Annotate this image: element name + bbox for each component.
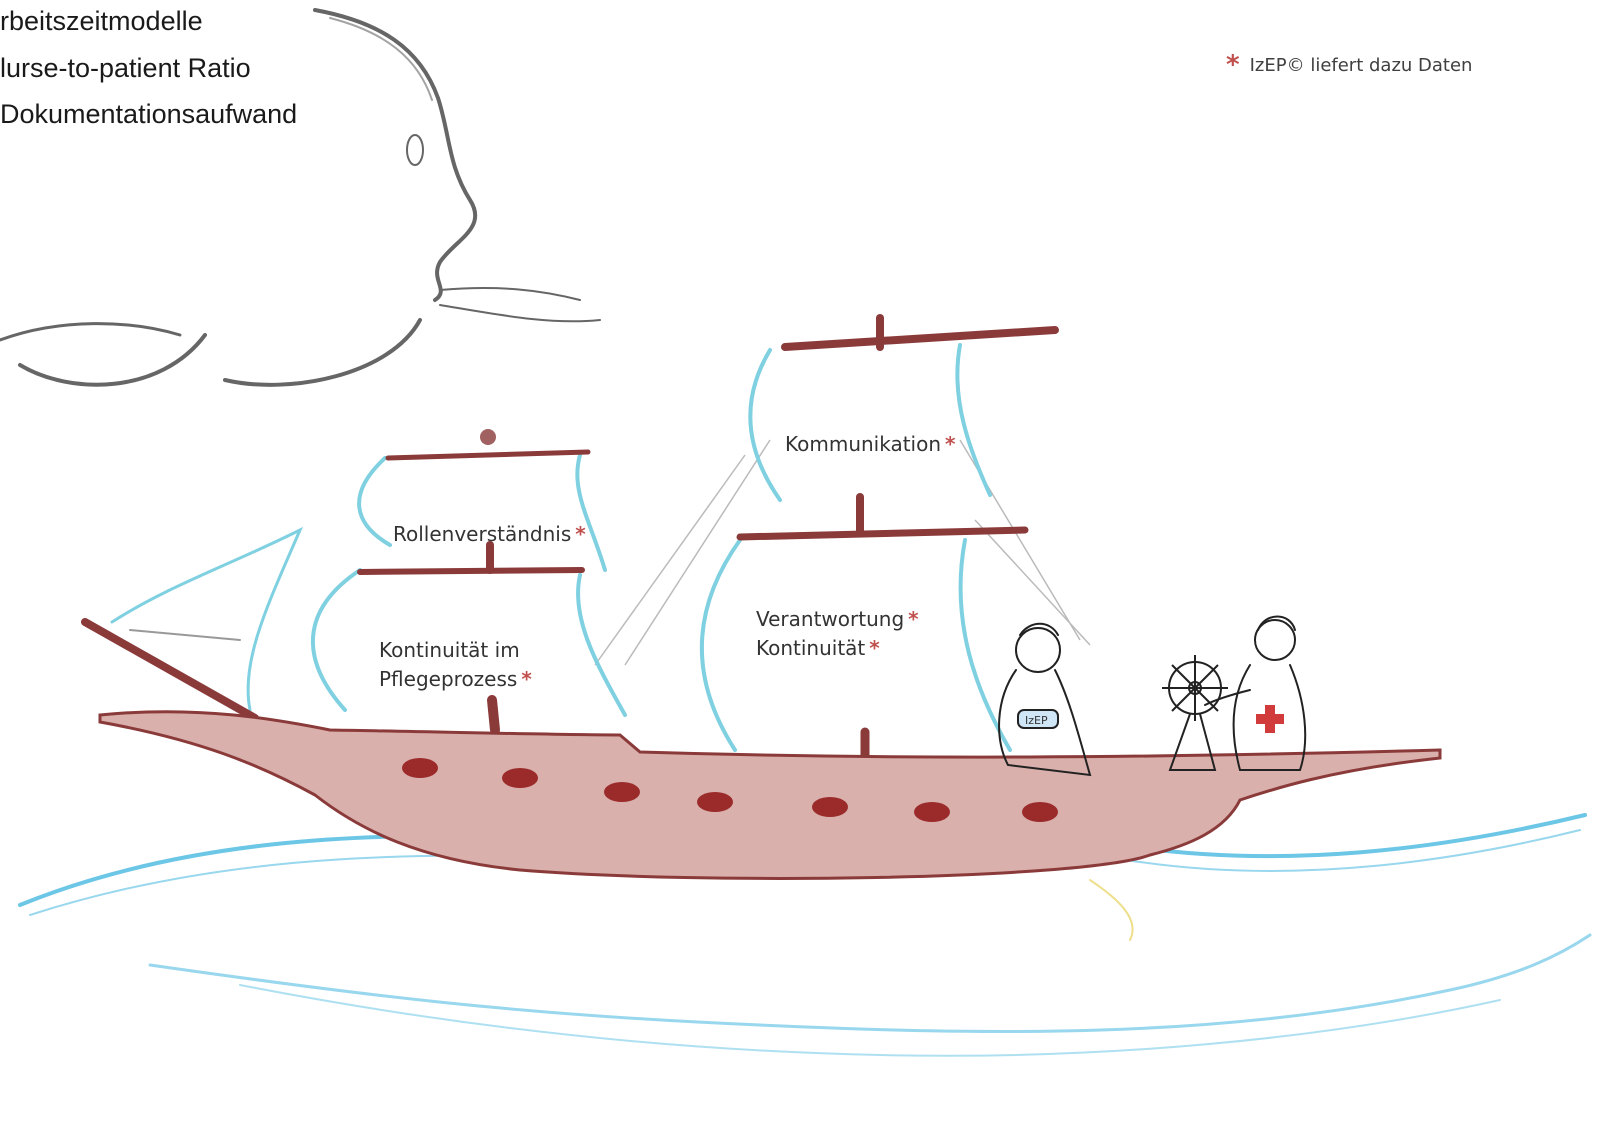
label-pflegeprozess-line2: Pflegeprozess [379, 667, 518, 691]
data-marker: * [869, 636, 880, 660]
legend-marker: * [1226, 50, 1240, 80]
legend-text: IzEP© liefert dazu Daten [1249, 55, 1473, 76]
label-kontinuitaet-text: Kontinuität [756, 636, 866, 660]
legend-note: * IzEP© liefert dazu Daten [1226, 50, 1472, 80]
wind-factor-3: Dokumentationsaufwand [0, 99, 298, 129]
nurse-figure-icon [998, 622, 1092, 777]
lifebuoy-text: IzEP [1025, 714, 1048, 727]
data-marker: * [521, 667, 532, 691]
wind-face-icon [0, 8, 601, 387]
sails [110, 343, 1012, 752]
wind-factor-2: lurse-to-patient Ratio [0, 53, 251, 83]
label-rollenverstaendnis: Rollenverständnis* [393, 520, 586, 549]
label-verantwortung-kontinuitaet: Verantwortung* Kontinuität* [756, 605, 919, 663]
wind-factor-1: rbeitszeitmodelle [0, 6, 203, 36]
masts [81, 314, 1059, 765]
label-verantwortung-text: Verantwortung [756, 607, 905, 631]
ship-icon [98, 710, 1442, 880]
label-rollenverstaendnis-text: Rollenverständnis [393, 522, 572, 546]
label-kommunikation-text: Kommunikation [785, 432, 942, 456]
label-pflegeprozess: Kontinuität im Pflegeprozess* [379, 636, 532, 694]
ship-wheel-icon [1162, 655, 1228, 771]
red-cross-figure-icon [1204, 615, 1307, 771]
data-marker: * [945, 432, 956, 456]
data-marker: * [908, 607, 919, 631]
data-marker: * [575, 522, 586, 546]
label-kommunikation: Kommunikation* [785, 430, 956, 459]
label-pflegeprozess-line1: Kontinuität im [379, 638, 520, 662]
